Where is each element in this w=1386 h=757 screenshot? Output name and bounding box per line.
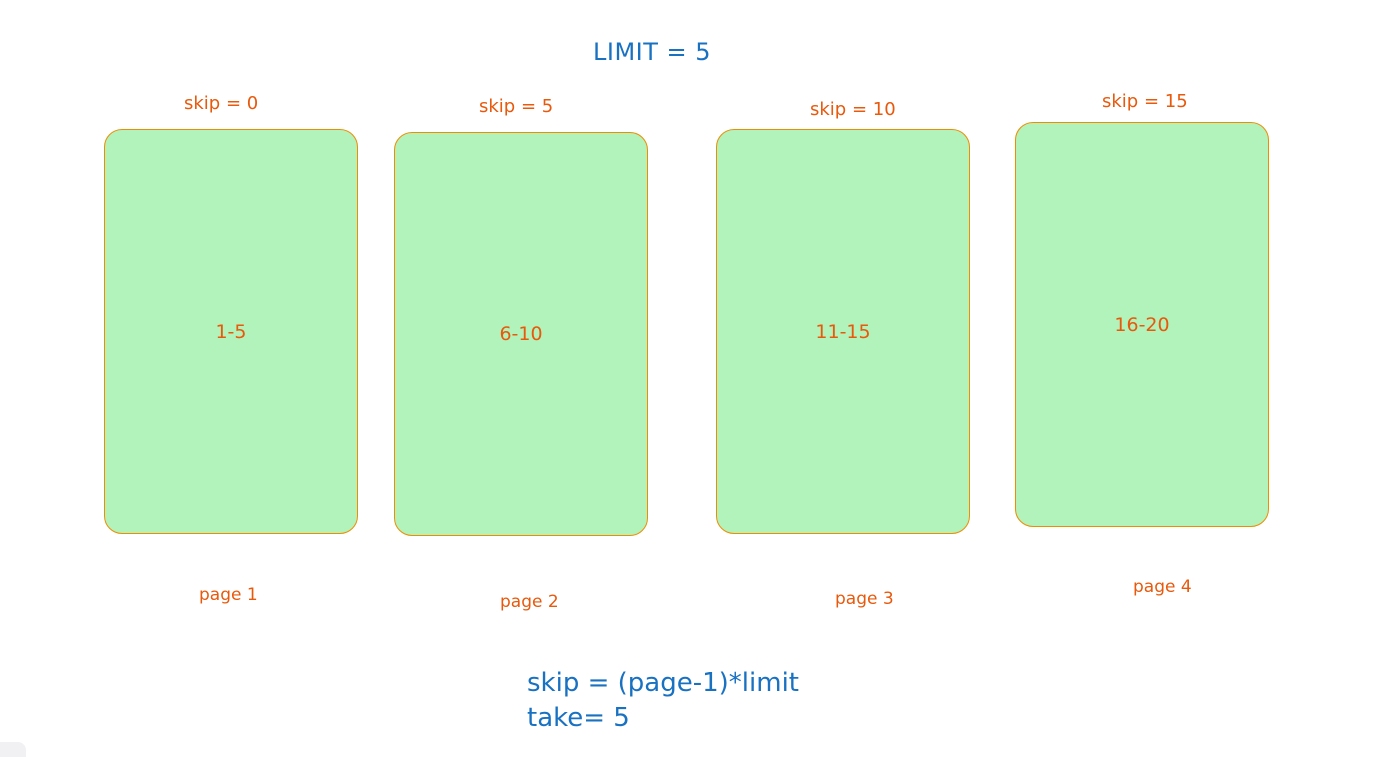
page-box-2[interactable]: 6-10 (394, 132, 648, 536)
page-box-1[interactable]: 1-5 (104, 129, 358, 534)
page-box-4[interactable]: 16-20 (1015, 122, 1269, 527)
skip-label-page-1: skip = 0 (184, 93, 259, 114)
limit-title: LIMIT = 5 (593, 38, 712, 66)
range-label-page-3: 11-15 (815, 320, 871, 343)
formula-text: skip = (page-1)*limit take= 5 (527, 666, 799, 736)
skip-label-page-4: skip = 15 (1102, 91, 1188, 112)
page-box-3[interactable]: 11-15 (716, 129, 970, 534)
page-label-3: page 3 (835, 589, 894, 609)
page-label-2: page 2 (500, 592, 559, 612)
range-label-page-1: 1-5 (215, 320, 247, 343)
page-label-4: page 4 (1133, 577, 1192, 597)
corner-toolbar-button[interactable] (0, 742, 26, 757)
page-label-1: page 1 (199, 585, 258, 605)
range-label-page-4: 16-20 (1114, 313, 1170, 336)
skip-label-page-3: skip = 10 (810, 99, 896, 120)
skip-label-page-2: skip = 5 (479, 96, 554, 117)
range-label-page-2: 6-10 (499, 323, 543, 345)
formula-take-line: take= 5 (527, 703, 630, 733)
formula-skip-line: skip = (page-1)*limit (527, 668, 799, 698)
